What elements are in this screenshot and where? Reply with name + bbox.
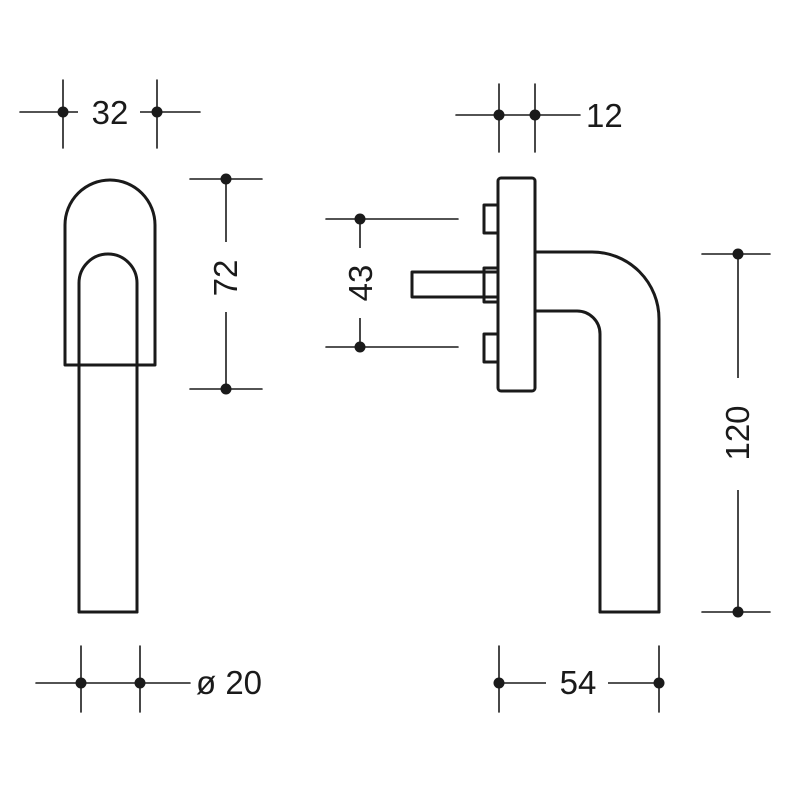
dim-plate-thickness: 12 — [455, 83, 638, 153]
front-view — [63, 178, 157, 614]
dim-front-width-label: 32 — [92, 94, 129, 131]
side-view — [410, 176, 661, 614]
dim-front-height-label: 72 — [207, 260, 244, 297]
dim-front-width: 32 — [19, 79, 201, 149]
dim-front-height: 72 — [189, 173, 263, 395]
lever-inner-edge — [533, 309, 602, 614]
dim-lever-projection: 54 — [493, 645, 665, 713]
dim-lever-height: 120 — [701, 248, 771, 618]
dim-lever-projection-label: 54 — [560, 664, 597, 701]
dim-diameter-label: ø 20 — [196, 664, 262, 701]
rose-plate — [496, 176, 537, 393]
dim-diameter: ø 20 — [35, 645, 262, 713]
front-rose-outline — [63, 178, 157, 367]
dim-plate-thickness-label: 12 — [586, 97, 623, 134]
dim-bolt-spacing-label: 43 — [342, 265, 379, 302]
bolt-top — [482, 203, 500, 235]
spindle — [410, 270, 499, 299]
bolt-bottom — [482, 332, 500, 364]
dim-bolt-spacing: 43 — [325, 213, 459, 353]
dim-lever-height-label: 120 — [719, 405, 756, 460]
lever-outer-edge — [533, 250, 661, 614]
front-lever-arch — [77, 252, 139, 614]
